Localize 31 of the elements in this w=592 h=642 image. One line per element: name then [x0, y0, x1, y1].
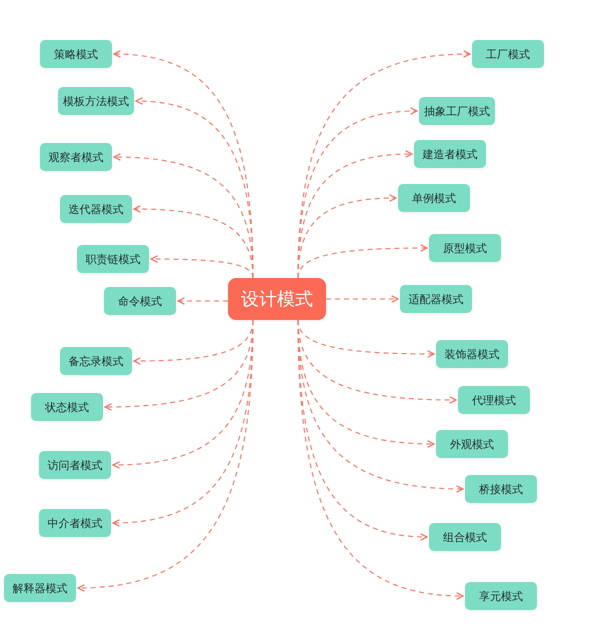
dashed-arrow [297, 320, 464, 600]
pattern-topic: 原型模式 [429, 234, 501, 262]
pattern-topic: 享元模式 [465, 582, 537, 610]
pattern-topic: 模板方法模式 [58, 87, 134, 115]
pattern-topic: 策略模式 [40, 40, 112, 68]
pattern-topic: 观察者模式 [40, 143, 112, 171]
dashed-arrow [133, 205, 254, 278]
pattern-topic: 命令模式 [104, 287, 176, 315]
pattern-topic: 代理模式 [458, 386, 530, 414]
pattern-topic: 访问者模式 [39, 451, 111, 479]
dashed-arrow [77, 320, 254, 592]
pattern-topic: 备忘录模式 [60, 347, 132, 375]
pattern-topic: 状态模式 [31, 393, 103, 421]
pattern-topic: 工厂模式 [472, 40, 544, 68]
pattern-topic: 桥接模式 [465, 475, 537, 503]
pattern-topic: 中介者模式 [39, 509, 111, 537]
pattern-topic: 建造者模式 [414, 140, 486, 168]
pattern-topic: 外观模式 [436, 430, 508, 458]
dashed-arrow [297, 244, 428, 278]
pattern-topic: 适配器模式 [400, 285, 472, 313]
pattern-topic: 装饰器模式 [436, 340, 508, 368]
central-topic: 设计模式 [228, 278, 326, 320]
dashed-arrow [326, 295, 399, 303]
pattern-topic: 单例模式 [398, 184, 470, 212]
pattern-topic: 抽象工厂模式 [419, 97, 495, 125]
pattern-topic: 组合模式 [429, 523, 501, 551]
dashed-arrow [177, 297, 228, 305]
pattern-topic: 职责链模式 [77, 245, 149, 273]
pattern-topic: 迭代器模式 [60, 195, 132, 223]
dashed-arrow [150, 255, 254, 278]
pattern-topic: 解释器模式 [4, 574, 76, 602]
